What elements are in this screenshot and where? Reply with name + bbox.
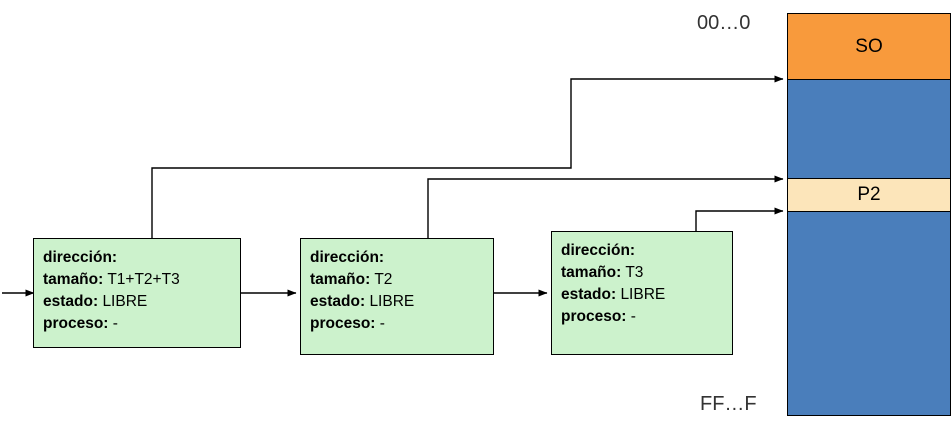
node-field-key: dirección: [561,242,636,259]
node-field-key: proceso: [561,308,627,325]
memory-segment-free-upper [788,80,950,178]
node-field-value: T3 [625,264,644,281]
node-field-key: dirección: [43,249,118,266]
node-field-key: dirección: [310,249,385,266]
node-field-estado: estado: LIBRE [561,284,732,306]
memory-bottom-address-label: FF…F [700,393,757,415]
node-field-tamano: tamaño: T2 [310,269,493,291]
wire-node1-to-memory [151,75,784,238]
memory-descriptor-node-1: dirección: tamaño: T1+T2+T3 estado: LIBR… [33,238,241,348]
memory-divider [788,211,950,212]
node-field-estado: estado: LIBRE [310,291,493,313]
node-field-key: proceso: [310,315,376,332]
node-field-value: T2 [374,271,393,288]
node-field-key: tamaño: [43,271,104,288]
node-field-direccion: dirección: [43,247,240,269]
memory-descriptor-node-3: dirección: tamaño: T3 estado: LIBRE proc… [551,231,733,355]
memory-segment-os: SO [788,14,950,79]
memory-segment-label: SO [855,35,883,57]
memory-top-address-label: 00…0 [697,12,751,34]
node-field-key: estado: [43,293,99,310]
node-field-value: LIBRE [620,286,666,303]
node-field-value: - [379,315,385,332]
node-field-proceso: proceso: - [561,306,732,328]
memory-segment-label: P2 [857,184,881,205]
node-field-value: T1+T2+T3 [107,271,180,288]
node-field-value: LIBRE [102,293,148,310]
node-field-direccion: dirección: [561,240,732,262]
node-field-key: tamaño: [561,264,622,281]
node-field-tamano: tamaño: T3 [561,262,732,284]
node-field-key: estado: [561,286,617,303]
node-field-direccion: dirección: [310,247,493,269]
node-field-estado: estado: LIBRE [43,291,240,313]
node-field-value: LIBRE [369,293,415,310]
memory-map-bar: SO P2 [787,13,951,416]
node-field-key: tamaño: [310,271,371,288]
node-field-key: proceso: [43,315,109,332]
node-field-value: - [112,315,118,332]
node-field-tamano: tamaño: T1+T2+T3 [43,269,240,291]
memory-descriptor-node-2: dirección: tamaño: T2 estado: LIBRE proc… [300,238,494,355]
memory-divider [788,79,950,80]
node-field-key: estado: [310,293,366,310]
node-field-proceso: proceso: - [43,313,240,335]
node-field-proceso: proceso: - [310,313,493,335]
node-field-value: - [630,308,636,325]
memory-divider [788,178,950,179]
wire-node2-to-memory [427,175,784,258]
memory-segment-free-lower [788,212,950,415]
memory-segment-process-p2: P2 [788,179,950,211]
